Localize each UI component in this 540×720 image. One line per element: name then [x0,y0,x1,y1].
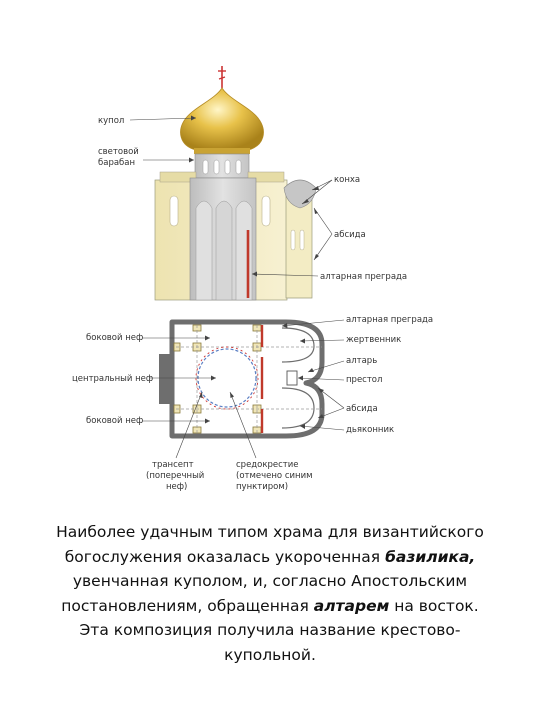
label-crossing-3: пунктиром) [236,482,288,492]
caption-line-6: купольной. [224,645,316,664]
label-apse-plan: абсида [346,404,378,414]
label-conch: конха [334,175,360,185]
west-entrance [159,354,172,404]
label-drum-1: световой [98,147,139,157]
label-throne: престол [346,375,382,385]
label-central-nave: центральный неф [72,374,153,384]
label-side-aisle-bottom: боковой неф [86,416,143,426]
caption-line-5: Эта композиция получила название крестов… [79,621,461,639]
label-dome: купол [98,116,124,126]
label-crossing-2: (отмечено синим [236,471,313,481]
label-apse-elevation: абсида [334,230,366,240]
label-crossing-1: средокрестие [236,460,299,470]
columns [173,324,262,434]
caption-line-4-end: на восток. [389,596,479,615]
caption-emphasis-altar: алтарем [313,596,390,615]
caption-line-4: постановлениям, обращенная алтарем на во… [40,594,500,619]
label-altar-screen-plan: алтарная преграда [346,315,433,325]
label-altar-screen-elevation: алтарная преграда [320,272,407,282]
drum [194,153,250,179]
caption-line-3: увенчанная куполом, и, согласно Апостоль… [72,572,468,590]
caption-emphasis-basilica: базилика, [385,547,476,566]
cross-icon [218,66,226,88]
altar-table [286,370,298,386]
label-diaconicon: дьяконник [346,425,394,435]
church-diagram: купол световой барабан конха абсида алта… [72,66,433,492]
label-prothesis: жертвенник [346,335,401,345]
label-drum-2: барабан [98,158,135,168]
label-transept-1: трансепт [152,460,194,470]
caption-line-4-text: постановлениям, обращенная [61,596,314,615]
caption: Наиболее удачным типом храма для византи… [40,520,500,667]
label-transept-3: неф) [166,482,187,492]
church-elevation: купол световой барабан конха абсида алта… [98,66,407,301]
church-plan: алтарная преграда жертвенник алтарь прес… [72,315,433,492]
church-body [154,171,288,301]
caption-line-2: богослужения оказалась укороченная базил… [40,545,500,570]
label-side-aisle-top: боковой неф [86,333,143,343]
caption-line-1: Наиболее удачным типом храма для византи… [56,523,484,541]
plan-walls [169,319,325,439]
apse-elevation [283,179,317,299]
label-altar: алтарь [346,356,377,366]
label-transept-2: (поперечный [146,471,204,481]
caption-line-2-text: богослужения оказалась укороченная [64,547,386,566]
